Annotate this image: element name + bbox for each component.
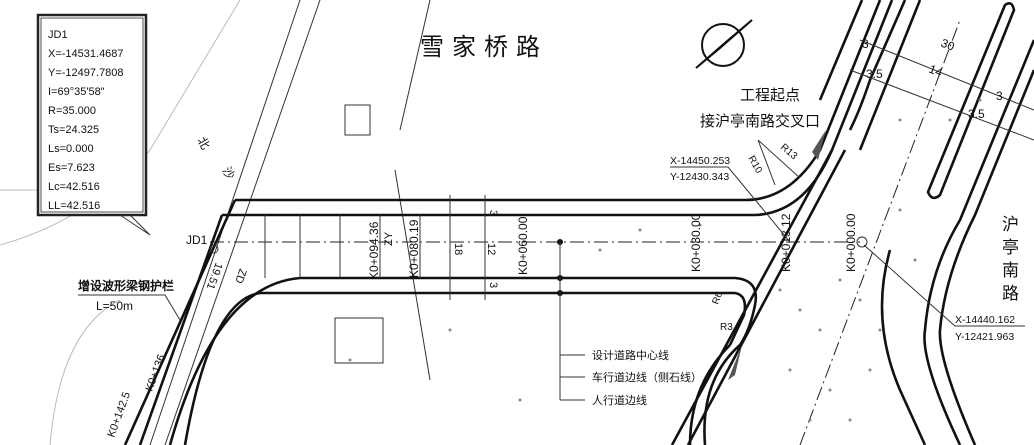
station-label: K0+030.00	[689, 213, 703, 272]
main-road	[123, 0, 894, 445]
radius-label: R6	[710, 290, 725, 306]
legend-centerline: 设计道路中心线	[592, 348, 669, 362]
legend-sidewalk-line: 人行道边线	[592, 393, 647, 407]
cross-road-name: 沪亭南路	[998, 215, 1019, 307]
station-label: K0+094.36	[367, 221, 381, 280]
existing-boundary-2	[49, 299, 121, 445]
jd-ll: LL=42.516	[48, 200, 100, 212]
coord-top-leader	[670, 166, 791, 243]
coord-right-y: Y-12421.963	[955, 331, 1014, 343]
dim-cross-walk: 3.5	[866, 67, 883, 81]
jd-radius: R=35.000	[48, 105, 96, 117]
north-arrow-icon	[695, 19, 753, 69]
dim-side-bottom: 3	[487, 282, 499, 288]
survey-points	[348, 98, 982, 422]
radius-label: R10	[745, 154, 764, 176]
dim-cross-side-2: 3	[996, 89, 1003, 103]
building-outline	[334, 317, 384, 364]
guardrail-label: 增设波形梁钢护栏	[78, 278, 174, 293]
dim-cross-walk-2: 3.5	[968, 107, 985, 121]
dim-carriage: 12	[485, 243, 497, 255]
jd-label: JD1	[186, 233, 208, 247]
coord-top-x: X-14450.253	[670, 155, 730, 167]
start-point-intersection: 接沪亭南路交叉口	[700, 112, 820, 130]
grid-line	[399, 0, 431, 131]
jd-x: X=-14531.4687	[48, 48, 124, 60]
dim-width-total: 18	[452, 243, 464, 255]
dim-cross-carriage: 14	[927, 62, 945, 80]
district-text-1: 北	[194, 135, 212, 152]
road-title: 雪家桥路	[420, 33, 548, 61]
radius-label: R13	[778, 142, 799, 163]
jd-es: Es=7.623	[48, 162, 95, 174]
station-label: K0+000.00	[844, 213, 858, 272]
district-text-2: 沙	[219, 165, 237, 182]
start-point-label: 工程起点	[740, 86, 800, 104]
radius-label: R3	[720, 322, 733, 333]
jd-lc: Lc=42.516	[48, 181, 100, 193]
curve-mark-zd: ZD	[232, 267, 248, 285]
coord-top-y: Y-12430.343	[670, 171, 729, 183]
guardrail-length: L=50m	[96, 299, 133, 313]
jd-marker	[209, 244, 219, 254]
jd-ts: Ts=24.325	[48, 124, 99, 136]
grid-line-2	[394, 169, 431, 381]
curve-element-table: JD1 X=-14531.4687 Y=-12497.7808 I=69°35'…	[36, 13, 151, 236]
existing-road-edge-2	[164, 0, 321, 445]
curve-mark-zy: ZY	[383, 231, 395, 246]
legend-curb-line: 车行道边线（侧石线）	[592, 370, 702, 384]
guardrail-leader	[78, 294, 181, 321]
station-label: K0+060.00	[516, 216, 530, 275]
dim-cross-total: 30	[939, 36, 957, 54]
cross-road	[670, 0, 1034, 445]
building-outline-2	[344, 104, 371, 136]
jd-y: Y=-12497.7808	[48, 67, 124, 79]
station-label: K0+013.12	[779, 213, 793, 272]
dim-side-top: 3	[487, 210, 499, 216]
jd-angle: I=69°35'58"	[48, 86, 105, 98]
station-label: K0+142.5	[106, 390, 133, 439]
dim-cross-side: 3	[862, 37, 869, 51]
start-point-leader	[757, 139, 801, 186]
station-label: K0+080.19	[407, 219, 421, 278]
jd-name: JD1	[48, 29, 68, 41]
jd-ls: Ls=0.000	[48, 143, 94, 155]
coord-right-x: X-14440.162	[955, 314, 1015, 326]
coord-right-leader	[863, 244, 1025, 327]
